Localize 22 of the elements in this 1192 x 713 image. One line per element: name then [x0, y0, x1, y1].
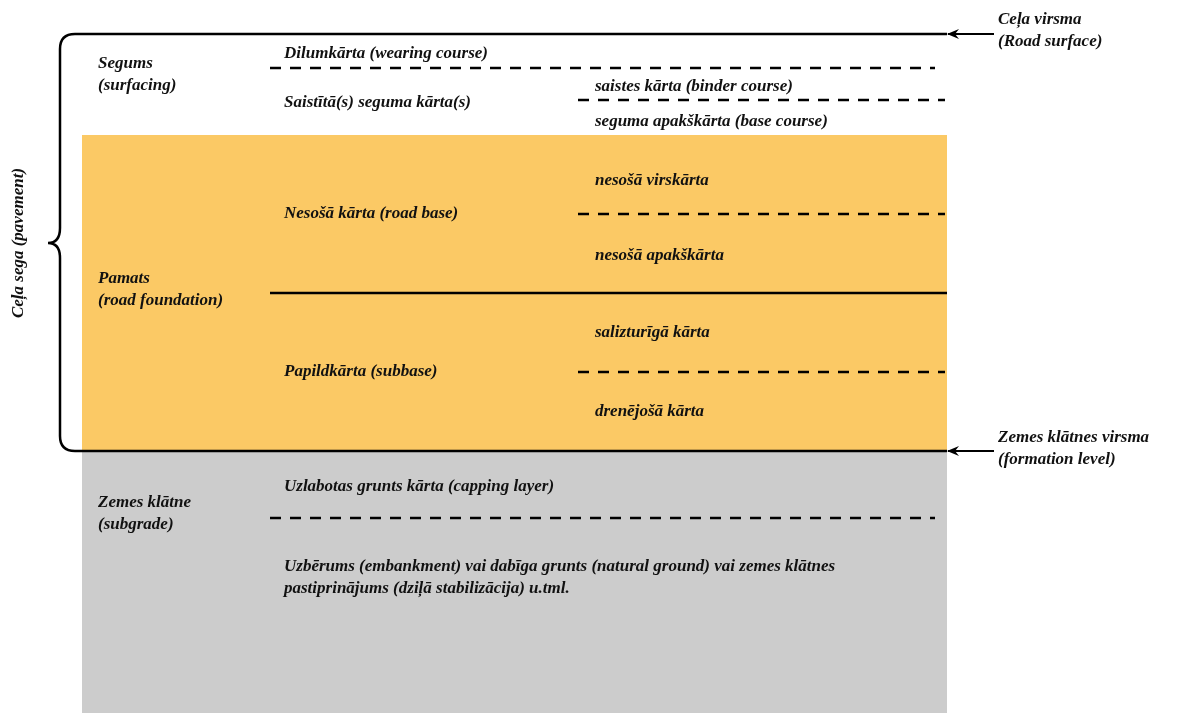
bracket-label: Ceļa sega (pavement) — [7, 167, 28, 319]
layer-label: nesošā apakškārta — [595, 244, 724, 266]
layer-heading: Zemes klātne (subgrade) — [98, 491, 191, 535]
leader-arrow — [947, 446, 995, 456]
layer-label: saistes kārta (binder course) — [595, 75, 793, 97]
leader-arrow — [947, 29, 995, 39]
layer-band — [82, 451, 947, 713]
layer-label: Uzbērums (embankment) vai dabīga grunts (natural ground) vai zemes klātnes pastiprinājums (dziļā stabilizācija) u.tml. — [284, 555, 944, 599]
layer-label: salizturīgā kārta — [595, 321, 710, 343]
layer-label: seguma apakškārta (base course) — [595, 110, 828, 132]
layer-label: Dilumkārta (wearing course) — [284, 42, 489, 64]
layer-heading: Segums (surfacing) — [98, 52, 177, 96]
layer-heading: Pamats (road foundation) — [98, 267, 224, 311]
surface-label: Ceļa virsma (Road surface) — [998, 8, 1103, 52]
layer-band — [82, 135, 947, 451]
layer-label: Uzlabotas grunts kārta (capping layer) — [284, 475, 555, 497]
layer-label: Papildkārta (subbase) — [284, 360, 438, 382]
layer-label: drenējošā kārta — [595, 400, 705, 422]
layer-label: Saistītā(s) seguma kārta(s) — [284, 91, 472, 113]
layer-label: Nesošā kārta (road base) — [284, 202, 459, 224]
surface-label: Zemes klātnes virsma (formation level) — [998, 426, 1150, 470]
layer-label: nesošā virskārta — [595, 169, 709, 191]
